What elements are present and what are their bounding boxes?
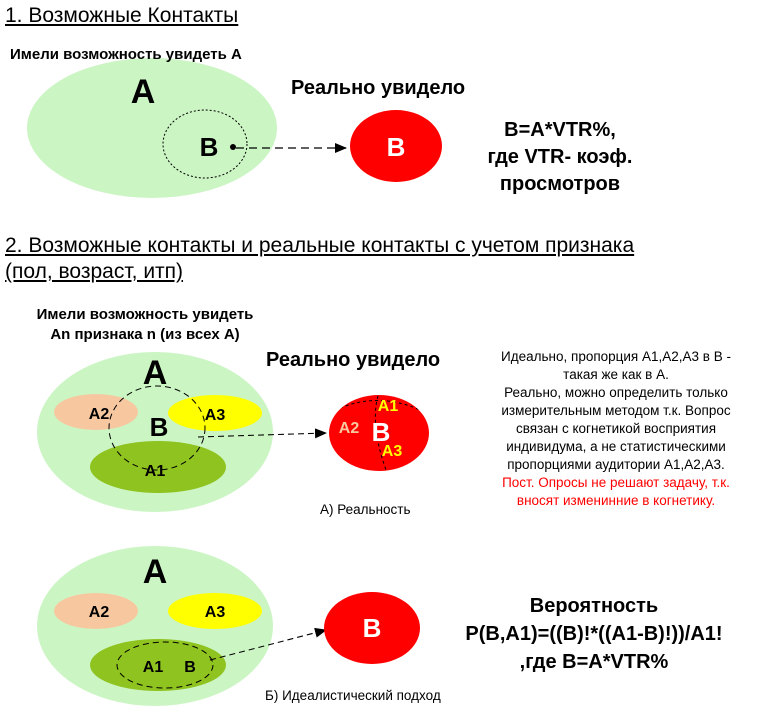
set-b-dashed-ellipse-2	[108, 385, 206, 471]
note-line: Реально, можно определить только	[504, 385, 728, 400]
section3-formula-line: P(B,A1)=((B)!*((A1-B)!))/A1!	[465, 623, 723, 645]
set-b-dotted-ellipse-1	[162, 109, 248, 179]
result-b-ellipse-1	[350, 110, 442, 182]
section1-label-a: A	[131, 73, 156, 111]
section3-formula: Вероятность P(B,A1)=((B)!*((A1-B)!))/A1!…	[430, 592, 758, 676]
section3-label-a2: A2	[89, 604, 110, 621]
warning-line: Пост. Опросы не решают задачу, т.к.	[502, 475, 730, 490]
set-a3-ellipse-3	[168, 593, 262, 629]
note-line: пропорциями аудитории А1,А2,А3.	[507, 457, 725, 472]
set-a1-ellipse-3	[90, 639, 226, 691]
section2-label-a3: A3	[205, 407, 226, 424]
set-b-dashed-ellipse-3	[116, 641, 214, 689]
section3-formula-line: Вероятность	[529, 595, 659, 617]
section2-label-a1: A1	[145, 463, 166, 480]
section2-heading-line: 2. Возможные контакты и реальные контакт…	[5, 234, 635, 257]
note-line: связан с когнетикой восприятия	[515, 421, 717, 436]
warning-line: вносят изменинние в когнетику.	[516, 493, 716, 508]
section1-result-b-label: B	[387, 132, 406, 162]
section3-label-a1: A1	[143, 659, 164, 676]
section1-formula: B=A*VTR%, где VTR- коэф. просмотров	[450, 117, 670, 198]
section2-caption: А) Реальность	[320, 502, 411, 517]
section2-label-b: B	[150, 412, 169, 442]
b-point-dot	[230, 144, 236, 150]
note-line: индивидума, а не статистическими	[506, 439, 726, 454]
result-b-ellipse-2	[329, 395, 429, 471]
section3-label-a3: A3	[205, 604, 226, 621]
section3-label-b: B	[184, 659, 196, 676]
section1-seen-label: Реально увидело	[291, 77, 466, 99]
section1-label-b: B	[200, 132, 219, 162]
section2-note: Идеально, пропорция А1,А2,А3 в В - такая…	[474, 348, 758, 510]
section2-result-b: B	[372, 417, 391, 447]
section2-subtitle: Имели возможность увидеть An признака n …	[0, 305, 290, 345]
section1-heading: 1. Возможные Контакты	[5, 4, 239, 27]
note-line: измерительным методом т.к. Вопрос	[501, 403, 731, 418]
section2-heading-line: (пол, возраст, итп)	[5, 260, 184, 283]
result-b-ellipse-3	[324, 592, 420, 664]
section2-subtitle-line: An признака n (из всех А)	[50, 326, 240, 343]
section2-subtitle-line: Имели возможность увидеть	[36, 306, 254, 323]
section2-result-a3: A3	[382, 443, 403, 460]
result-partition-lines	[339, 395, 421, 471]
note-line: Идеально, пропорция А1,А2,А3 в В -	[501, 349, 731, 364]
set-a1-ellipse-2	[90, 441, 226, 493]
section2-label-a: A	[143, 354, 168, 392]
section1-formula-line: B=A*VTR%,	[504, 119, 616, 141]
section1-formula-line: просмотров	[499, 173, 621, 195]
set-a2-ellipse-2	[54, 394, 138, 430]
set-a3-ellipse-2	[168, 395, 262, 431]
section3-result-b-label: B	[363, 613, 382, 643]
section3-label-a: A	[143, 553, 168, 591]
section3-caption: Б) Идеалистический подход	[265, 688, 441, 703]
section2-result-a2: A2	[339, 420, 360, 437]
section2-heading: 2. Возможные контакты и реальные контакт…	[5, 233, 634, 285]
set-a2-ellipse-3	[54, 593, 138, 629]
section3-formula-line: ,где B=A*VTR%	[519, 651, 669, 673]
section2-label-a2: A2	[89, 406, 110, 423]
section2-result-a1: A1	[378, 398, 399, 415]
arrow-2	[197, 428, 327, 439]
section2-seen-label: Реально увидело	[266, 349, 441, 371]
note-line: такая же как в А.	[563, 367, 669, 382]
section1-formula-line: где VTR- коэф.	[487, 146, 633, 168]
section1-subtitle: Имели возможность увидеть А	[10, 46, 242, 63]
set-a-ellipse-1	[27, 58, 277, 198]
